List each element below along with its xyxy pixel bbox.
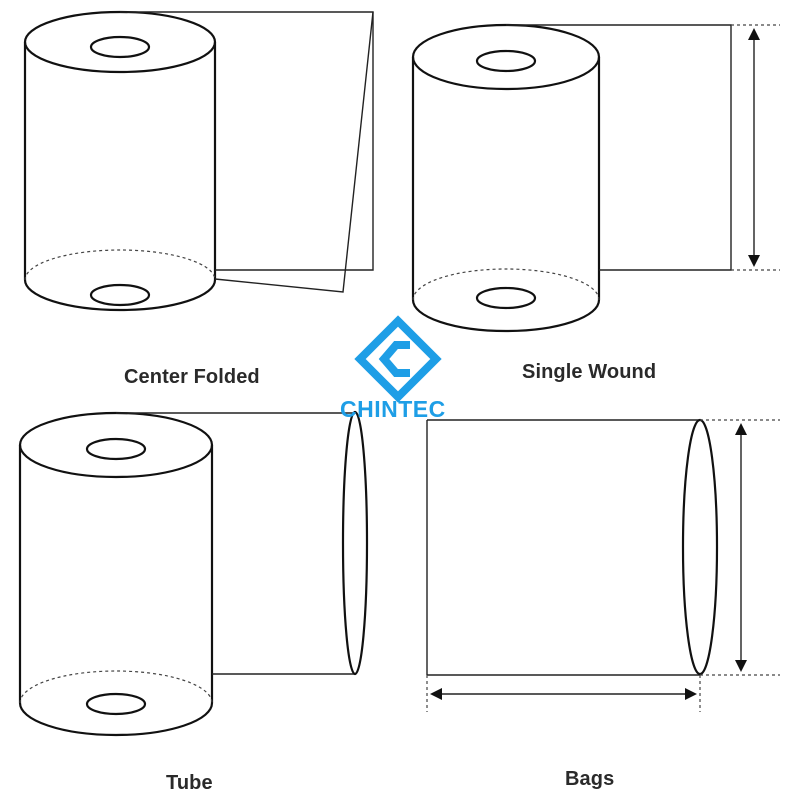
brand-logo-text: CHINTEC [340, 396, 446, 422]
tube-roll [18, 411, 214, 737]
single-wound-film [506, 24, 780, 271]
tube-film [116, 410, 369, 676]
bag-opening [681, 418, 719, 676]
center-folded-film [120, 11, 374, 293]
core-hole [85, 437, 147, 461]
core-hole [475, 286, 537, 310]
tube-opening [341, 410, 369, 676]
core-hole [85, 692, 147, 716]
bag-shape [426, 418, 780, 712]
caption-bags: Bags [565, 768, 615, 790]
caption-center-folded: Center Folded [124, 366, 260, 388]
caption-single-wound: Single Wound [522, 361, 657, 383]
core-hole [475, 49, 537, 73]
caption-tube: Tube [166, 772, 213, 794]
single-wound-roll [411, 23, 601, 333]
chintec-logo-icon [354, 315, 442, 403]
center-folded-roll [23, 10, 217, 312]
core-hole [89, 283, 151, 307]
core-hole [89, 35, 151, 59]
